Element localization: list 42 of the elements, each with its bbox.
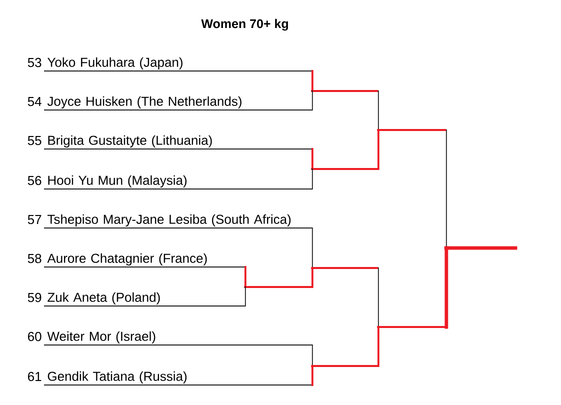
competitor-entry: Brigita Gustaityte (Lithuania) — [44, 135, 313, 150]
entry-number: 56 — [28, 176, 42, 186]
bracket-line — [378, 326, 446, 328]
competitor-entry: Gendik Tatiana (Russia) — [44, 371, 313, 386]
bracket-connector — [312, 168, 313, 190]
bracket-connector — [312, 228, 313, 268]
bracket-connector — [311, 148, 314, 170]
bracket-line — [312, 168, 378, 170]
competitor-entry: Weiter Mor (Israel) — [44, 331, 313, 346]
competitor-entry: Yoko Fukuhara (Japan) — [44, 57, 313, 72]
entry-number: 57 — [28, 215, 42, 224]
bracket-line — [378, 129, 446, 131]
bracket-line — [312, 365, 378, 367]
competitor-entry: Zuk Aneta (Poland) — [44, 292, 246, 306]
bracket-connector — [377, 129, 380, 170]
bracket-connector — [312, 344, 313, 366]
bracket-line — [312, 90, 378, 92]
bracket-connector — [446, 130, 447, 248]
bracket-connector — [378, 90, 379, 130]
entry-number: 53 — [28, 58, 42, 68]
entry-number: 54 — [28, 97, 42, 106]
bracket-connector — [244, 286, 246, 306]
bracket-connector — [311, 365, 314, 386]
bracket-line — [312, 267, 378, 269]
entry-number: 60 — [28, 332, 42, 342]
competitor-entry: Hooi Yu Mun (Malaysia) — [44, 175, 313, 190]
bracket-connector — [312, 90, 313, 110]
bracket-connector — [378, 268, 379, 328]
competitor-entry: Tshepiso Mary-Jane Lesiba (South Africa) — [44, 214, 313, 228]
bracket-connector — [377, 326, 380, 367]
bracket-connector — [444, 246, 448, 329]
title: Women 70+ kg — [201, 18, 288, 31]
entry-number: 58 — [28, 254, 42, 264]
bracket-connector — [244, 266, 246, 288]
entry-number: 61 — [28, 372, 42, 382]
competitor-entry: Aurore Chatagnier (France) — [44, 253, 246, 268]
competitor-entry: Joyce Huisken (The Netherlands) — [44, 96, 313, 110]
bracket-connector — [311, 70, 314, 92]
bracket-line — [245, 286, 312, 288]
entry-number: 59 — [28, 292, 42, 302]
entry-number: 55 — [28, 136, 42, 146]
bracket-connector — [311, 267, 314, 288]
